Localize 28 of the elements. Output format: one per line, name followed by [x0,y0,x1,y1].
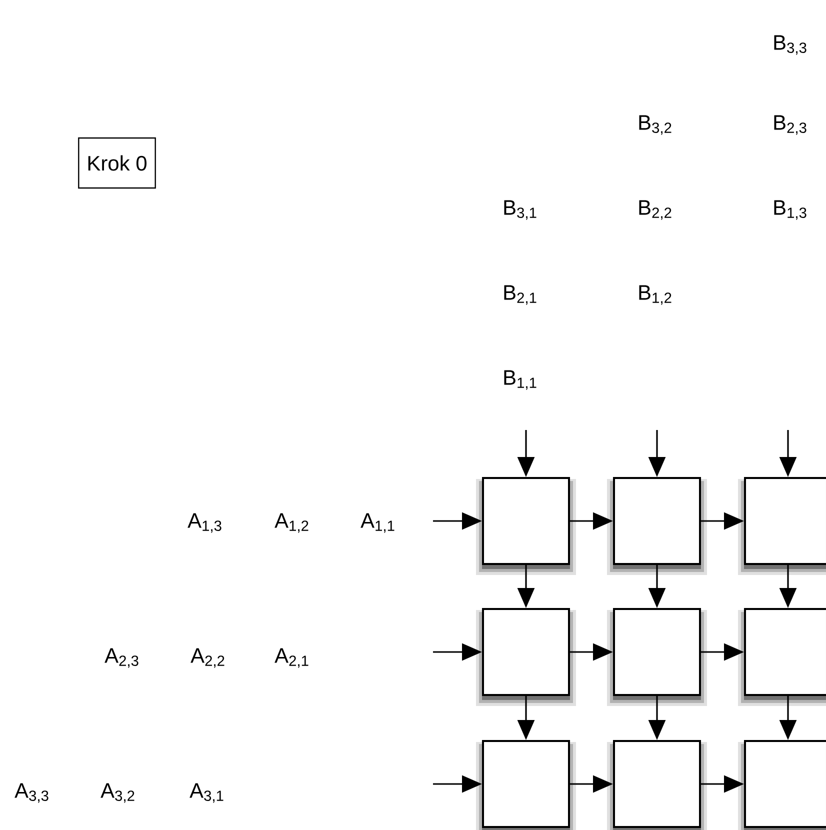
processing-cell [607,477,707,575]
processing-cell [738,608,826,706]
matrix-element: A$_{1,2}$ [274,513,308,533]
matrix-element: A$_{1,1}$ [360,513,394,533]
matrix-element: A$_{1,3}$ [188,513,222,533]
matrix-element: A$_{3,2}$ [100,783,134,803]
matrix-element: A$_{2,3}$ [104,648,138,668]
matrix-element: B$_{2,2}$ [639,200,672,220]
matrix-element: B$_{1,3}$ [774,200,806,220]
matrix-element: B$_{1,2}$ [639,285,672,305]
matrix-element: A$_{3,1}$ [190,783,224,803]
processing-cell [476,740,576,830]
matrix-element: B$_{2,3}$ [774,115,806,135]
matrix-element: A$_{2,2}$ [190,648,224,668]
processing-cell [738,477,826,575]
processing-cell [476,477,576,575]
matrix-element: B$_{3,2}$ [639,115,672,135]
processing-cell [476,608,576,706]
matrix-element: B$_{1,1}$ [504,370,536,390]
matrix-element: A$_{3,3}$ [14,783,48,803]
matrix-element: B$_{3,3}$ [774,35,806,55]
matrix-element: A$_{2,1}$ [274,648,308,668]
matrix-element: B$_{2,1}$ [504,285,536,305]
processing-cell [738,740,826,830]
processing-cell [607,608,707,706]
processing-cell [607,740,707,830]
matrix-element: B$_{3,1}$ [504,200,536,220]
step-box: Krok 0 [78,137,156,189]
